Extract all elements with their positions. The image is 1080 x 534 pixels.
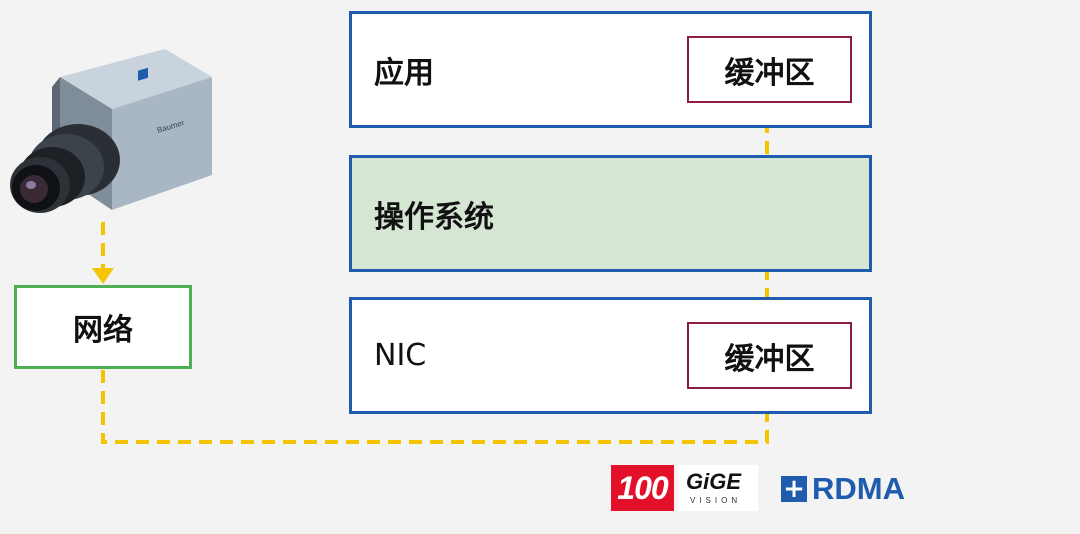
gige-subtext: VISION (690, 496, 742, 505)
nic-layer: NIC 缓冲区 (349, 297, 872, 414)
nic-buffer: 缓冲区 (687, 322, 852, 389)
application-label: 应用 (374, 55, 434, 91)
operating-system-label: 操作系统 (374, 199, 494, 235)
logo-rdma: + RDMA (781, 471, 905, 506)
operating-system-layer: 操作系统 (349, 155, 872, 272)
logo-100-gige: 100 (611, 465, 674, 511)
gige-text: GiGE (686, 469, 742, 494)
network-box: 网络 (14, 285, 192, 369)
application-layer: 应用 缓冲区 (349, 11, 872, 128)
logo-gige-vision: GiGE VISION (678, 465, 758, 511)
plus-icon: + (781, 476, 807, 502)
arrow-to-network (92, 268, 114, 284)
camera-image: Baumer (10, 49, 212, 213)
application-buffer: 缓冲区 (687, 36, 852, 103)
rdma-text: RDMA (812, 471, 905, 506)
nic-label: NIC (374, 338, 427, 373)
